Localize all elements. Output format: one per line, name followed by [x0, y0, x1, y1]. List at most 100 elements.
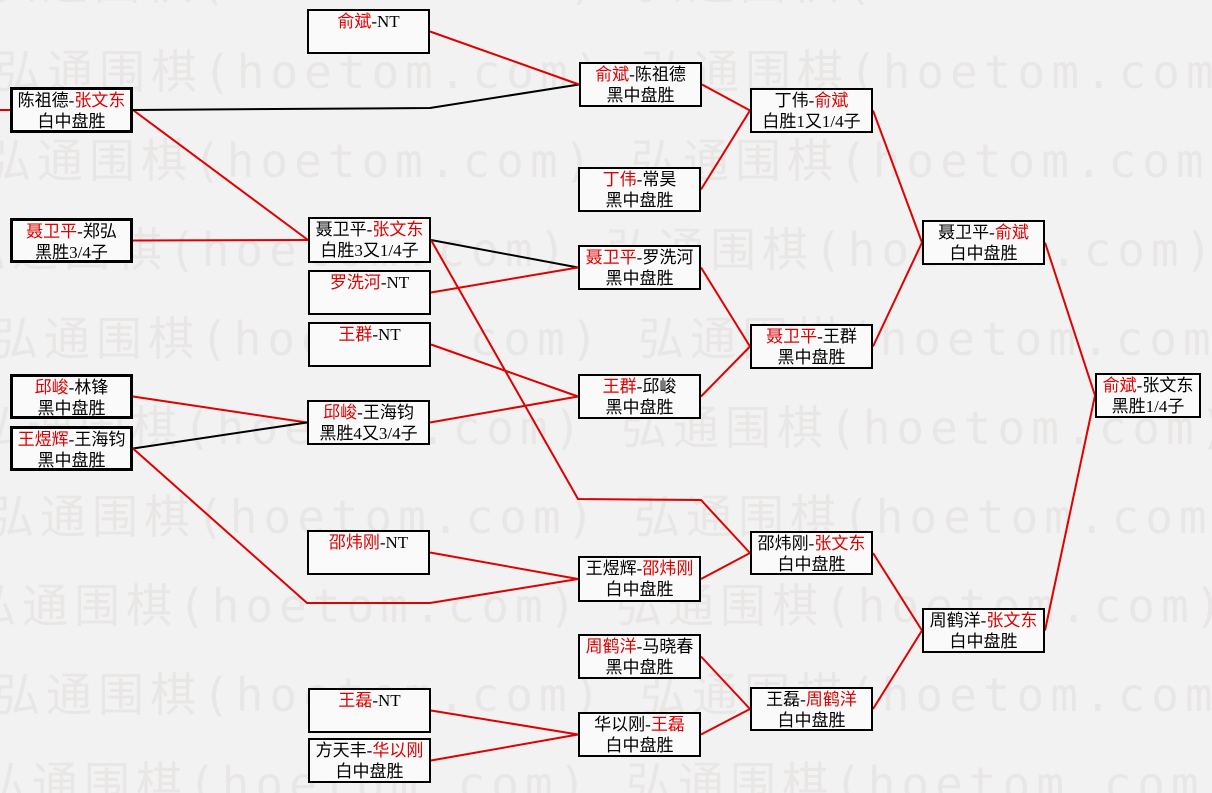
player2-name: NT — [378, 691, 401, 710]
match-box-D2: 丁伟-常昊黑中盘胜 — [578, 167, 701, 212]
vs-dash: - — [636, 637, 643, 656]
player1-name-winner: 俞斌 — [1102, 376, 1137, 395]
watermark-text: 弘通围棋(hoetom.com) 弘通围棋(hoetom.com) 弘通围棋(h… — [0, 0, 1212, 11]
match-box-C3: 罗洗河-NT — [308, 270, 431, 315]
player1-name-winner: 俞斌 — [337, 12, 372, 31]
match-result: 白中盘胜 — [949, 632, 1018, 651]
winner-path-line — [429, 395, 579, 424]
vs-dash: - — [636, 559, 643, 578]
player2-name: NT — [386, 273, 410, 292]
vs-dash: - — [357, 403, 363, 422]
match-result: 黑中盘胜 — [605, 398, 674, 417]
player2-name: 马晓春 — [642, 637, 694, 656]
player1-name-winner: 邱峻 — [323, 403, 358, 422]
match-box-C1: 俞斌-NT — [307, 9, 430, 54]
vs-dash: - — [371, 12, 377, 31]
watermark-text: 弘通围棋(hoetom.com) 弘通围棋(hoetom.com) 弘通围棋(h… — [0, 757, 1212, 793]
vs-dash: - — [817, 327, 823, 346]
match-players: 周鹤洋-马晓春 — [580, 636, 699, 657]
winner-path-line — [1044, 395, 1096, 631]
loser-path-line — [132, 83, 580, 111]
match-box-E4: 王磊-周鹤洋白中盘胜 — [750, 687, 873, 731]
player2-name: 邱峻 — [642, 377, 677, 396]
player1-name-winner: 王群 — [602, 377, 637, 396]
match-players: 方天丰-华以刚 — [310, 740, 429, 761]
player1-name-winner: 邱峻 — [34, 378, 69, 397]
match-box-B1: 陈祖德-张文东白中盘胜 — [10, 87, 133, 133]
winner-path-line — [872, 552, 923, 632]
player1-name: 陈祖德 — [17, 91, 69, 110]
match-result — [310, 345, 429, 366]
match-players: 聂卫平-王群 — [752, 326, 871, 347]
match-result: 白中盘胜 — [777, 711, 846, 730]
match-players: 聂卫平-张文东 — [310, 219, 429, 240]
match-result: 白中盘胜 — [605, 736, 674, 755]
player1-name-winner: 王磊 — [338, 691, 373, 710]
match-result: 黑中盘胜 — [37, 451, 106, 470]
match-box-G1: 俞斌-张文东黑胜1/4子 — [1095, 373, 1201, 418]
player1-name: 华以刚 — [594, 715, 646, 734]
match-box-C7: 王磊-NT — [308, 688, 431, 733]
vs-dash: - — [808, 91, 815, 110]
match-players: 俞斌-张文东 — [1097, 375, 1199, 396]
match-result: 黑中盘胜 — [37, 399, 106, 418]
match-result: 黑胜4又3/4子 — [319, 424, 418, 443]
vs-dash: - — [645, 715, 651, 734]
match-players: 华以刚-王磊 — [580, 714, 699, 735]
winner-path-line — [132, 395, 308, 424]
match-players: 王群-邱峻 — [580, 376, 699, 397]
winner-path-line — [701, 83, 751, 112]
winner-path-line — [430, 709, 579, 736]
match-result: 黑胜1/4子 — [1111, 397, 1185, 416]
player1-name: 聂卫平 — [938, 223, 990, 242]
player2-name: 王海钧 — [362, 403, 414, 422]
vs-dash: - — [77, 222, 83, 241]
winner-path-line — [700, 655, 751, 710]
player1-name-winner: 罗洗河 — [329, 273, 381, 292]
player1-name: 王磊 — [766, 690, 801, 709]
vs-dash: - — [372, 691, 378, 710]
match-box-B4: 王煜辉-王海钧黑中盘胜 — [10, 426, 133, 471]
match-players: 俞斌-陈祖德 — [581, 64, 700, 85]
winner-path-line — [1044, 242, 1096, 396]
match-box-D7: 华以刚-王磊白中盘胜 — [578, 712, 701, 757]
player1-name: 聂卫平 — [315, 220, 367, 239]
vs-dash: - — [989, 223, 995, 242]
match-result: 白胜1又1/4子 — [762, 112, 861, 131]
match-box-C4: 王群-NT — [308, 322, 431, 367]
player2-name: NT — [378, 325, 401, 344]
player1-name-winner: 丁伟 — [602, 170, 637, 189]
player2-name: 常昊 — [642, 170, 677, 189]
vs-dash: - — [68, 430, 75, 449]
winner-path-line — [872, 110, 923, 243]
vs-dash: - — [636, 170, 643, 189]
player2-name-winner: 华以刚 — [372, 741, 424, 760]
match-players: 陈祖德-张文东 — [13, 90, 130, 111]
match-result: 黑胜3/4子 — [35, 243, 108, 262]
player2-name-winner: 张文东 — [372, 220, 424, 239]
match-box-C5: 邱峻-王海钧黑胜4又3/4子 — [307, 400, 430, 445]
match-box-C8: 方天丰-华以刚白中盘胜 — [308, 738, 431, 783]
player2-name-winner: 王磊 — [650, 715, 685, 734]
winner-path-line — [700, 266, 751, 348]
player2-name: NT — [377, 12, 400, 31]
player2-name: 王海钧 — [74, 430, 126, 449]
winner-path-line — [872, 629, 923, 710]
watermark-text: 弘通围棋(hoetom.com) 弘通围棋(hoetom.com) 弘通围棋(h… — [0, 312, 1212, 366]
match-result — [310, 711, 429, 732]
player1-name-winner: 周鹤洋 — [585, 637, 637, 656]
match-result: 白胜3又1/4子 — [320, 241, 419, 260]
player1-name-winner: 俞斌 — [595, 65, 630, 84]
match-result: 黑中盘胜 — [605, 269, 674, 288]
match-box-D5: 王煜辉-邵炜刚白中盘胜 — [578, 556, 701, 602]
vs-dash: - — [800, 690, 806, 709]
match-box-C6: 邵炜刚-NT — [307, 530, 430, 575]
vs-dash: - — [980, 611, 987, 630]
player1-name-winner: 王群 — [338, 325, 373, 344]
player2-name-winner: 俞斌 — [994, 223, 1029, 242]
vs-dash: - — [372, 325, 378, 344]
vs-dash: - — [68, 91, 75, 110]
loser-path-line — [132, 421, 308, 450]
match-players: 邱峻-王海钧 — [309, 402, 428, 423]
